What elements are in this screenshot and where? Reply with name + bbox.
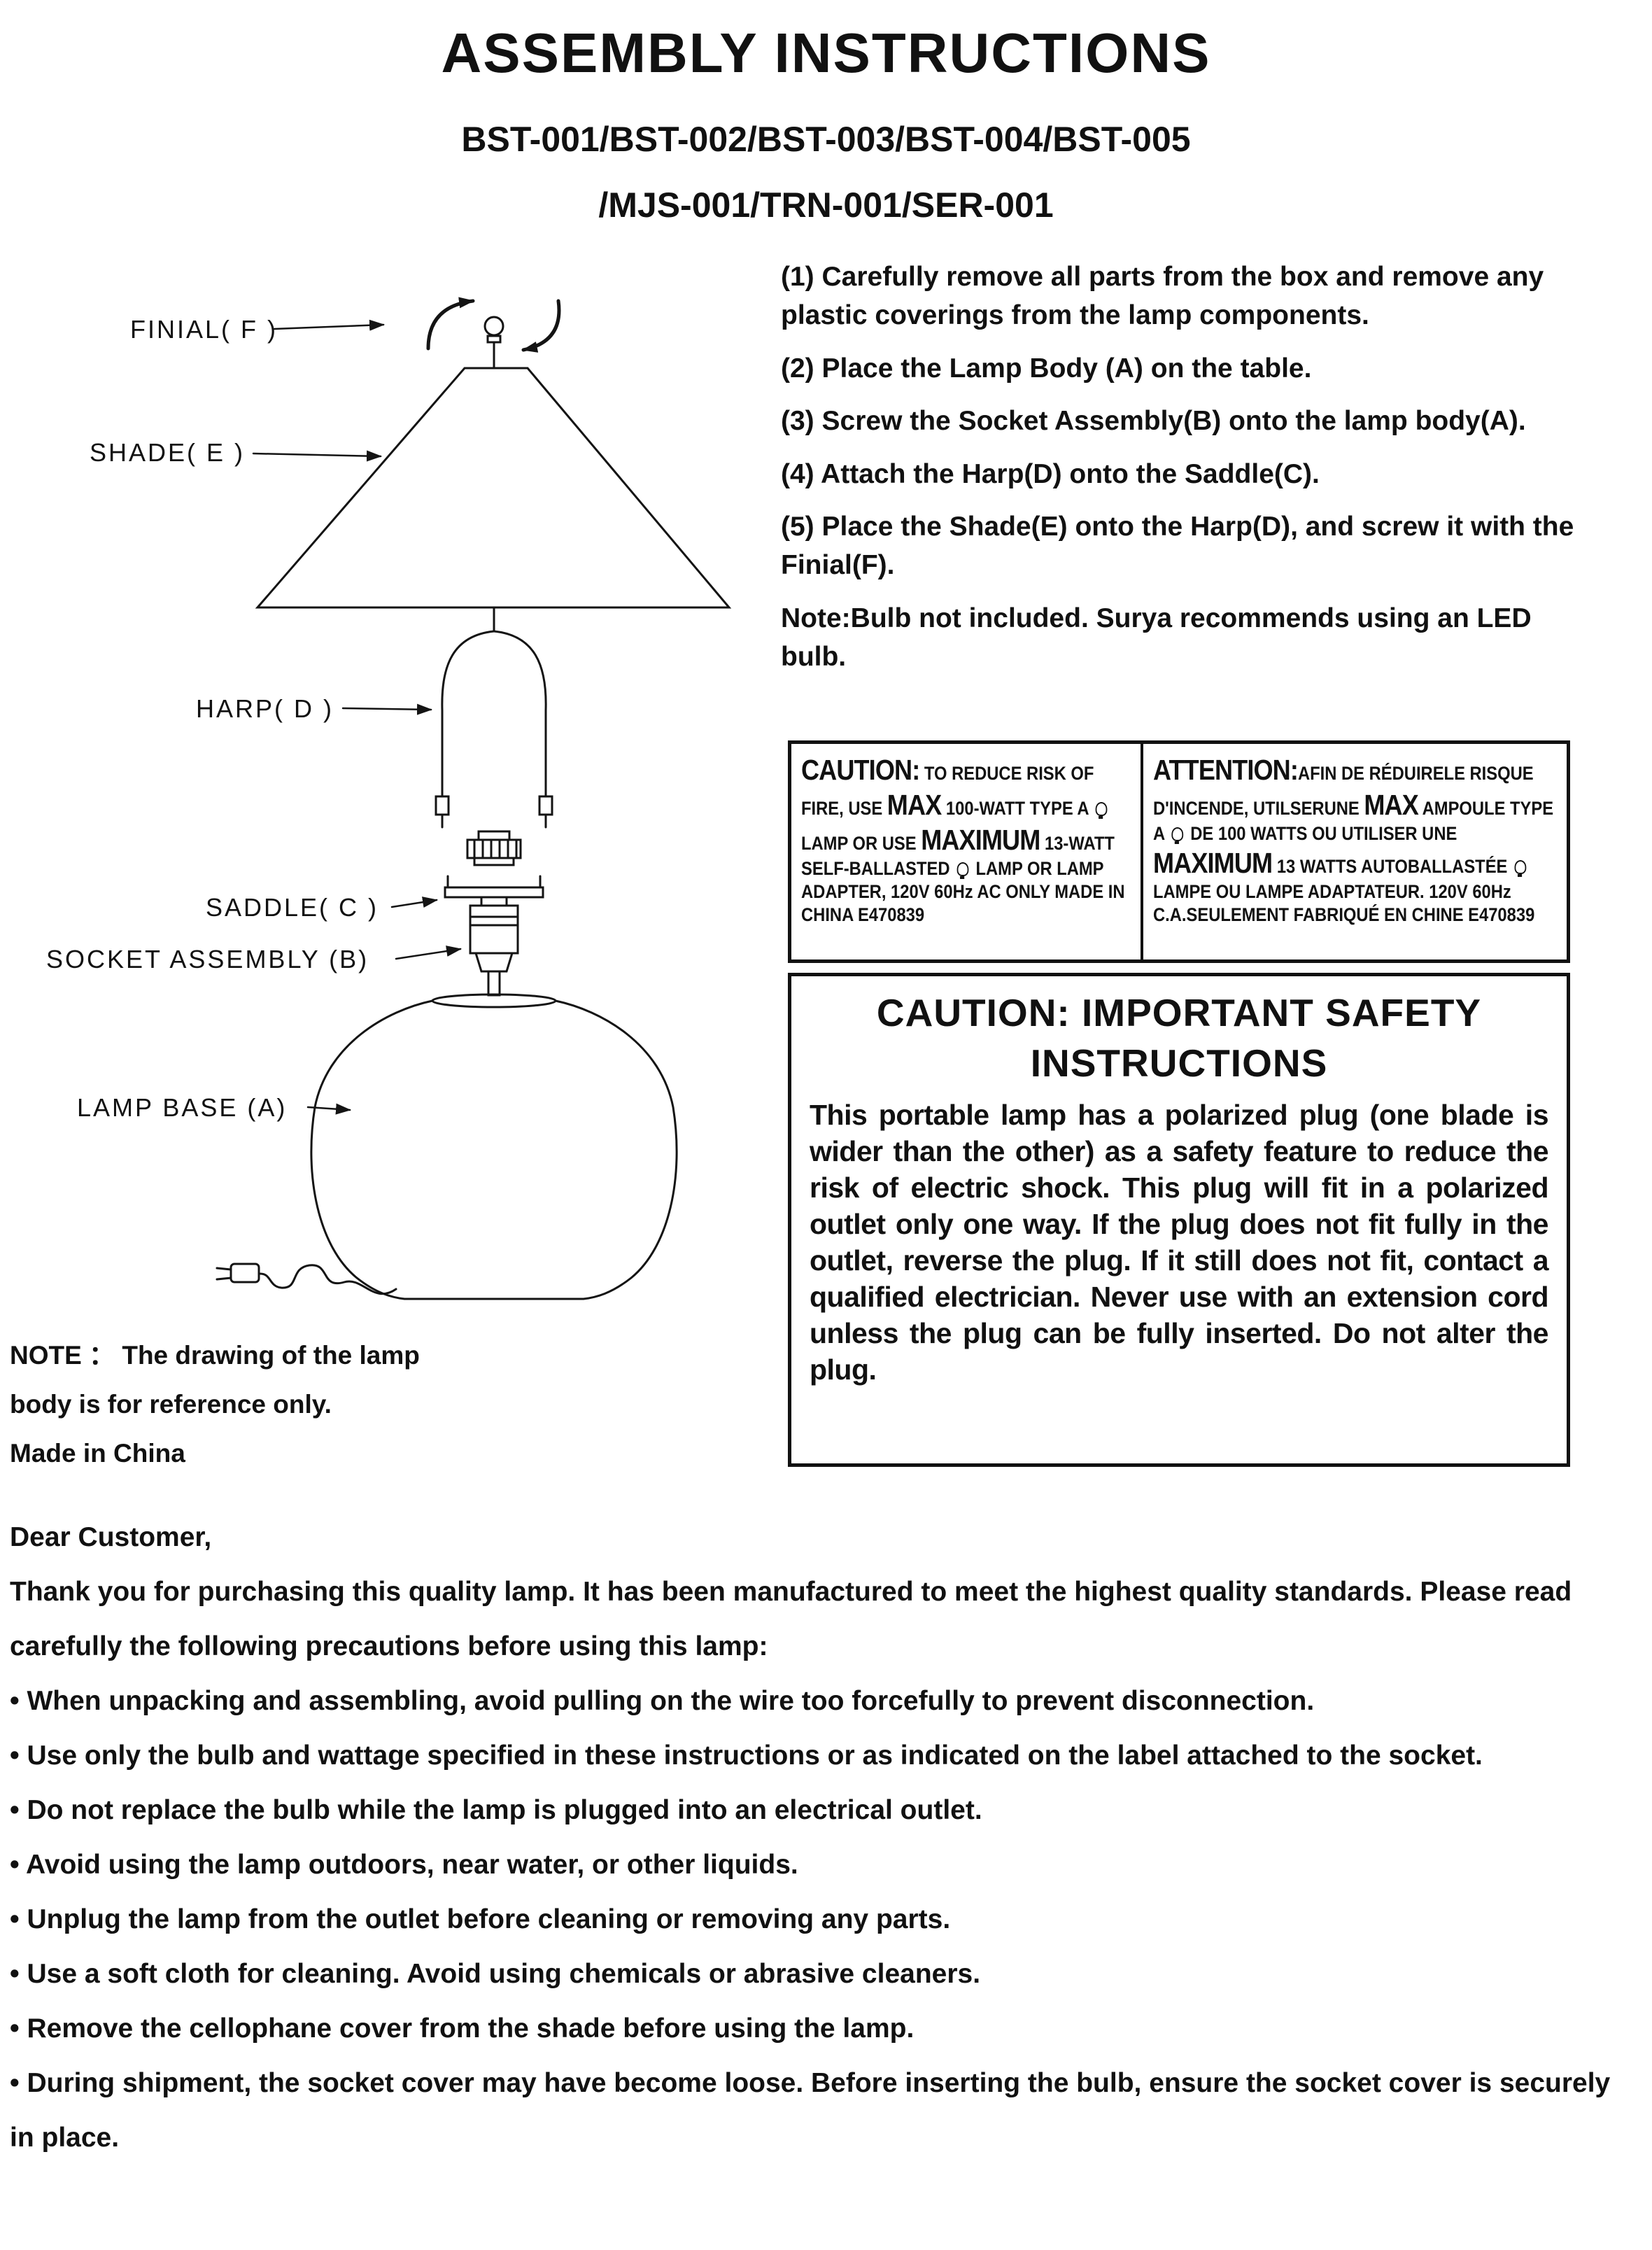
caution-french-column: ATTENTION:AFIN DE RÉDUIRELE RISQUE D'INC… [1140,744,1567,959]
precaution-item: • Use only the bulb and wattage specifie… [10,1741,1483,1771]
assembly-steps: (1) Carefully remove all parts from the … [781,258,1597,690]
bulb-icon [956,862,969,880]
note-line1: NOTE ： The drawing of the lamp [10,1341,420,1370]
caution-english-column: CAUTION: TO REDUCE RISK OF FIRE, USE MAX… [801,754,1125,925]
finial-drawing [426,297,561,368]
precaution-item: • Do not replace the bulb while the lamp… [10,1795,982,1825]
step-4: (4) Attach the Harp(D) onto the Saddle(C… [781,458,1320,489]
safety-title-line2: INSTRUCTIONS [1030,1041,1328,1085]
precaution-item: • Use a soft cloth for cleaning. Avoid u… [10,1959,981,1989]
precaution-item: • Unplug the lamp from the outlet before… [10,1904,951,1934]
precaution-item: • Remove the cellophane cover from the s… [10,2013,915,2044]
model-numbers-line1: BST-001/BST-002/BST-003/BST-004/BST-005 [461,120,1191,159]
lamp-base-label: LAMP BASE (A) [77,1093,288,1122]
model-numbers-line2: /MJS-001/TRN-001/SER-001 [598,185,1054,225]
saddle-label: SADDLE( C ) [206,893,379,922]
plug-icon [230,1263,260,1284]
rotate-arrow-right-icon [521,299,561,353]
precaution-item: • During shipment, the socket cover may … [10,2068,1611,2153]
safety-body-text: This portable lamp has a polarized plug … [810,1099,1549,1386]
socket-assembly-label: SOCKET ASSEMBLY (B) [46,945,369,973]
caution-label: CAUTION: TO REDUCE RISK OF FIRE, USE MAX… [788,740,1570,963]
step-1: (1) Carefully remove all parts from the … [781,262,1544,331]
salutation: Dear Customer, [10,1522,212,1552]
page-title: ASSEMBLY INSTRUCTIONS [441,22,1211,84]
shade-label: SHADE( E ) [90,438,246,467]
customer-precautions: Dear Customer, Thank you for purchasing … [10,1510,1619,2165]
step-3: (3) Screw the Socket Assembly(B) onto th… [781,406,1526,437]
safety-title-line1: CAUTION: IMPORTANT SAFETY [876,991,1482,1034]
bulb-note: Note:Bulb not included. Surya recommends… [781,603,1532,672]
harp-label: HARP( D ) [196,694,334,723]
safety-instructions-box: CAUTION: IMPORTANT SAFETY INSTRUCTIONS T… [788,973,1570,1467]
attention-word: ATTENTION: [1152,754,1299,786]
bulb-icon [1514,859,1526,877]
power-cord-drawing [216,1263,397,1295]
finial-label: FINIAL( F ) [130,315,278,344]
shade-drawing [255,367,732,609]
made-in-china: Made in China [10,1439,185,1468]
lamp-base-drawing [310,993,678,1300]
label-pointer-lines [252,319,462,1115]
reference-note: NOTE ： The drawing of the lamp body is f… [10,1331,570,1478]
bulb-icon [1095,802,1108,820]
saddle-drawing [446,875,542,889]
step-5: (5) Place the Shade(E) onto the Harp(D),… [781,511,1574,581]
lamp-diagram [216,297,732,1300]
precaution-item: • Avoid using the lamp outdoors, near wa… [10,1850,798,1880]
bulb-icon [1171,827,1183,845]
precaution-item: • When unpacking and assembling, avoid p… [10,1686,1315,1716]
harp-drawing [435,606,553,829]
socket-assembly-drawing [444,830,544,997]
intro-text: Thank you for purchasing this quality la… [10,1577,1572,1661]
note-line2: body is for reference only. [10,1390,332,1419]
step-2: (2) Place the Lamp Body (A) on the table… [781,353,1312,384]
rotate-arrow-left-icon [426,297,475,351]
caution-word: CAUTION: [801,754,920,786]
